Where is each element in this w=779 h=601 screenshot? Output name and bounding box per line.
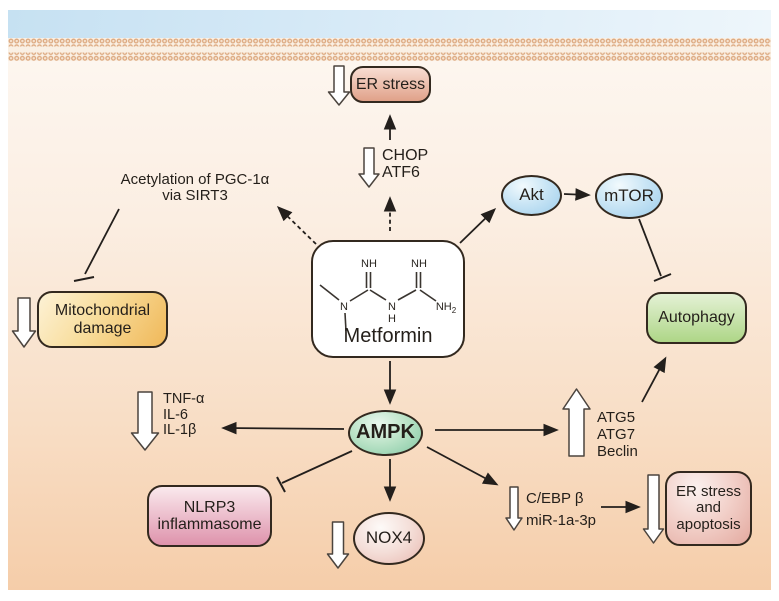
acetylation-pgc1a-label: Acetylation of PGC-1α via SIRT3 bbox=[100, 172, 290, 204]
mtor-label: mTOR bbox=[604, 185, 654, 205]
bond-n-c1 bbox=[349, 289, 369, 302]
il1b-label: IL-1β bbox=[163, 422, 197, 438]
cell-membrane-bilayer bbox=[8, 38, 771, 61]
cytokines-label: TNF-α IL-6 IL-1β bbox=[163, 391, 205, 439]
il6-label: IL-6 bbox=[163, 406, 188, 423]
nlrp3-line2: inflammasome bbox=[157, 516, 262, 533]
atom-n-left: N bbox=[340, 301, 348, 313]
bond-c2-nh2 bbox=[419, 289, 437, 302]
autophagy-node: Autophagy bbox=[646, 292, 747, 344]
er-stress-label: ER stress bbox=[355, 75, 426, 93]
beclin-label: Beclin bbox=[597, 443, 638, 460]
nox4-node: NOX4 bbox=[353, 512, 425, 565]
metformin-node: NH NH N N H NH2 Metformin bbox=[311, 240, 465, 358]
atom-nh-left: NH bbox=[361, 258, 377, 270]
atom-h-mid: H bbox=[388, 313, 396, 325]
bond-methyl-1 bbox=[319, 284, 340, 301]
autophagy-label: Autophagy bbox=[658, 309, 735, 327]
atg5-label: ATG5 bbox=[597, 409, 636, 426]
atom-nh-right: NH bbox=[411, 258, 427, 270]
chop-label: CHOP bbox=[382, 147, 429, 164]
ampk-label: AMPK bbox=[356, 421, 415, 444]
mitochondrial-damage-node: Mitochondrial damage bbox=[37, 291, 168, 348]
akt-node: Akt bbox=[501, 175, 562, 216]
er-apoptosis-line3: apoptosis bbox=[676, 515, 741, 533]
chop-atf6-label: CHOP ATF6 bbox=[382, 147, 428, 181]
atg7-label: ATG7 bbox=[597, 426, 636, 443]
tnf-alpha-label: TNF-α bbox=[163, 391, 205, 407]
atf6-label: ATF6 bbox=[382, 164, 420, 181]
nlrp3-inflammasome-node: NLRP3 inflammasome bbox=[147, 485, 272, 547]
metformin-label: Metformin bbox=[343, 325, 433, 348]
bond-c1-nmid bbox=[369, 289, 387, 301]
acetylation-line2: via SIRT3 bbox=[162, 187, 228, 204]
mitochondrial-damage-line1: Mitochondrial bbox=[54, 302, 151, 320]
mtor-node: mTOR bbox=[595, 173, 663, 219]
er-stress-apoptosis-node: ER stress and apoptosis bbox=[665, 471, 752, 546]
ampk-node: AMPK bbox=[348, 410, 423, 456]
bond-nmid-c2 bbox=[397, 289, 417, 301]
cebp-mir-label: C/EBP β miR-1a-3p bbox=[526, 488, 596, 532]
extracellular-space bbox=[8, 10, 771, 38]
acetylation-line1: Acetylation of PGC-1α bbox=[120, 171, 270, 188]
atom-nh2: NH2 bbox=[436, 301, 457, 315]
er-stress-node: ER stress bbox=[350, 66, 431, 103]
nlrp3-line1: NLRP3 bbox=[183, 498, 236, 516]
atom-n-mid: N bbox=[388, 301, 396, 313]
mitochondrial-damage-line2: damage bbox=[73, 319, 132, 337]
mir-1a-3p-label: miR-1a-3p bbox=[526, 512, 597, 529]
er-apoptosis-line2: and bbox=[695, 499, 722, 517]
akt-label: Akt bbox=[519, 185, 544, 205]
autophagy-genes-label: ATG5 ATG7 Beclin bbox=[597, 409, 638, 460]
metformin-structure: NH NH N N H NH2 bbox=[319, 258, 457, 332]
nox4-label: NOX4 bbox=[365, 528, 413, 548]
cebp-beta-label: C/EBP β bbox=[526, 490, 584, 507]
bond-methyl-2 bbox=[344, 312, 347, 332]
er-apoptosis-line1: ER stress bbox=[675, 483, 741, 501]
